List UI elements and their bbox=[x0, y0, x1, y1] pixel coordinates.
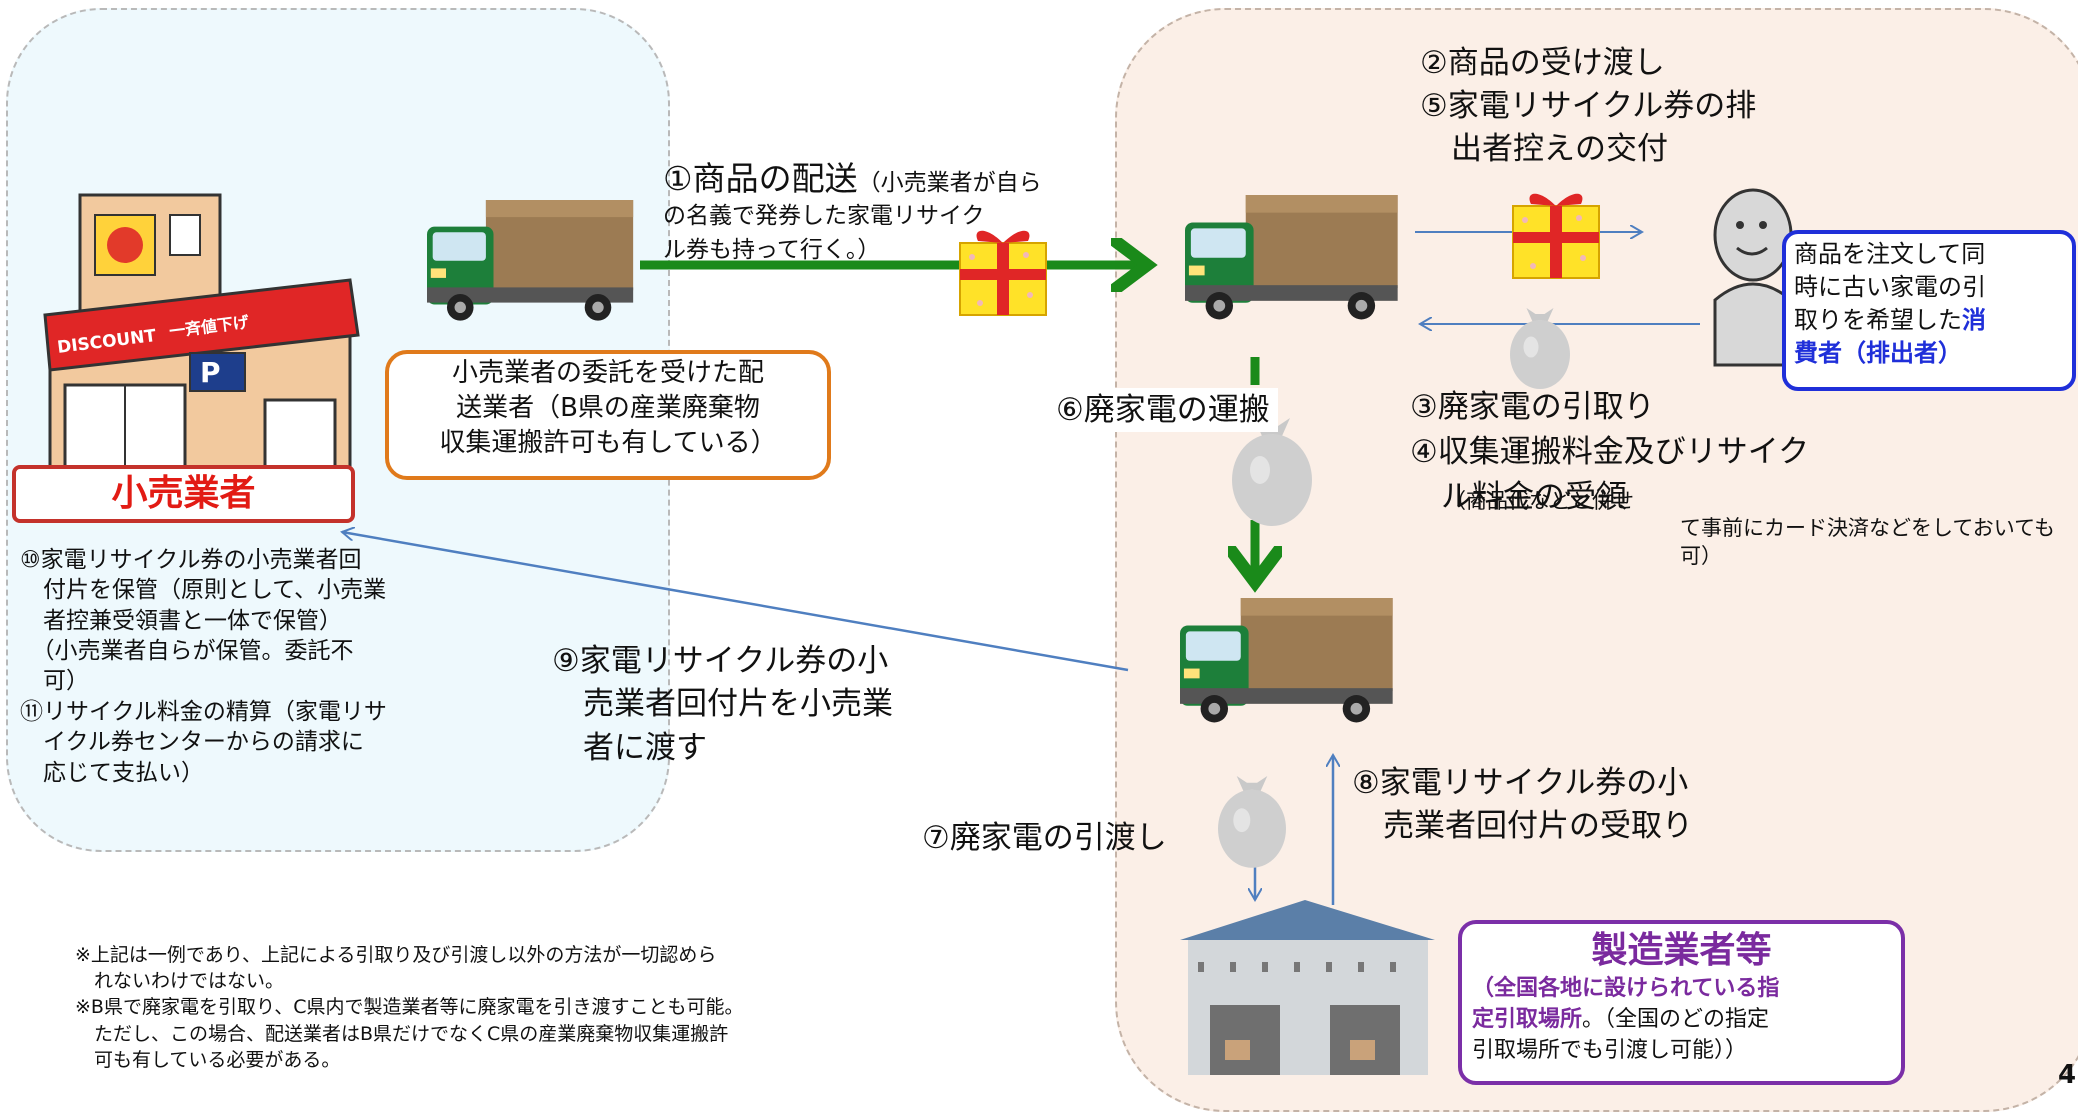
consumer-emphasis-1: 消 bbox=[1962, 306, 1986, 335]
manufacturer-sub-plain: 。（全国のどの指定 引取場所でも引渡し可能）） bbox=[1472, 1006, 1770, 1063]
step9-label: ⑨家電リサイクル券の小 売業者回付片を小売業 者に渡す bbox=[552, 643, 893, 766]
step7-label: ⑦廃家電の引渡し bbox=[922, 820, 1167, 856]
manufacturer-sub-bold: （全国各地に設けられている指 定引取場所 bbox=[1472, 976, 1780, 1032]
manufacturer-box: 製造業者等 （全国各地に設けられている指 定引取場所。（全国のどの指定 引取場所… bbox=[1458, 920, 1905, 1085]
consumer-text: 商品を注文して同 時に古い家電の引 取りを希望した bbox=[1794, 240, 1986, 335]
manufacturer-title: 製造業者等 bbox=[1591, 930, 1772, 971]
consumer-emphasis-2: 費者（排出者） bbox=[1794, 339, 1962, 368]
step3-4-main: ③廃家電の引取り ④収集運搬料金及びリサイク ル料金の受領 bbox=[1410, 389, 1810, 515]
step4-sub: （商品代などと併せ て事前にカード決済などをしておいても 可） bbox=[1445, 489, 2056, 568]
step8-label: ⑧家電リサイクル券の小 売業者回付片の受取り bbox=[1352, 765, 1693, 844]
step3-4-label: ③廃家電の引取り ④収集運搬料金及びリサイク ル料金の受領 bbox=[1410, 385, 1910, 520]
step1-main: ①商品の配送 bbox=[663, 159, 858, 198]
step2-5-label: ②商品の受け渡し ⑤家電リサイクル券の排 出者控えの交付 bbox=[1420, 45, 1757, 167]
carrier-label: 小売業者の委託を受けた配 送業者（B県の産業廃棄物 収集運搬許可も有している） bbox=[385, 350, 831, 480]
retailer-label: 小売業者 bbox=[12, 465, 355, 523]
footnote: ※上記は一例であり、上記による引取り及び引渡し以外の方法が一切認めら れないわけ… bbox=[75, 944, 744, 1071]
page-number: 4 bbox=[2058, 1060, 2077, 1090]
step1-label: ①商品の配送（小売業者が自ら の名義で発券した家電リサイク ル券も持って行く。） bbox=[663, 152, 1123, 267]
retailer-notes: ⑩家電リサイクル券の小売業者回 付片を保管（原則として、小売業 者控兼受領書と一… bbox=[20, 547, 387, 786]
consumer-box: 商品を注文して同 時に古い家電の引 取りを希望した消費者（排出者） bbox=[1782, 230, 2076, 391]
step1-sub: （小売業者が自ら の名義で発券した家電リサイク ル券も持って行く。） bbox=[663, 170, 1042, 263]
parking-sign: P bbox=[200, 356, 221, 389]
step6-label: ⑥廃家電の運搬 bbox=[1048, 388, 1278, 432]
